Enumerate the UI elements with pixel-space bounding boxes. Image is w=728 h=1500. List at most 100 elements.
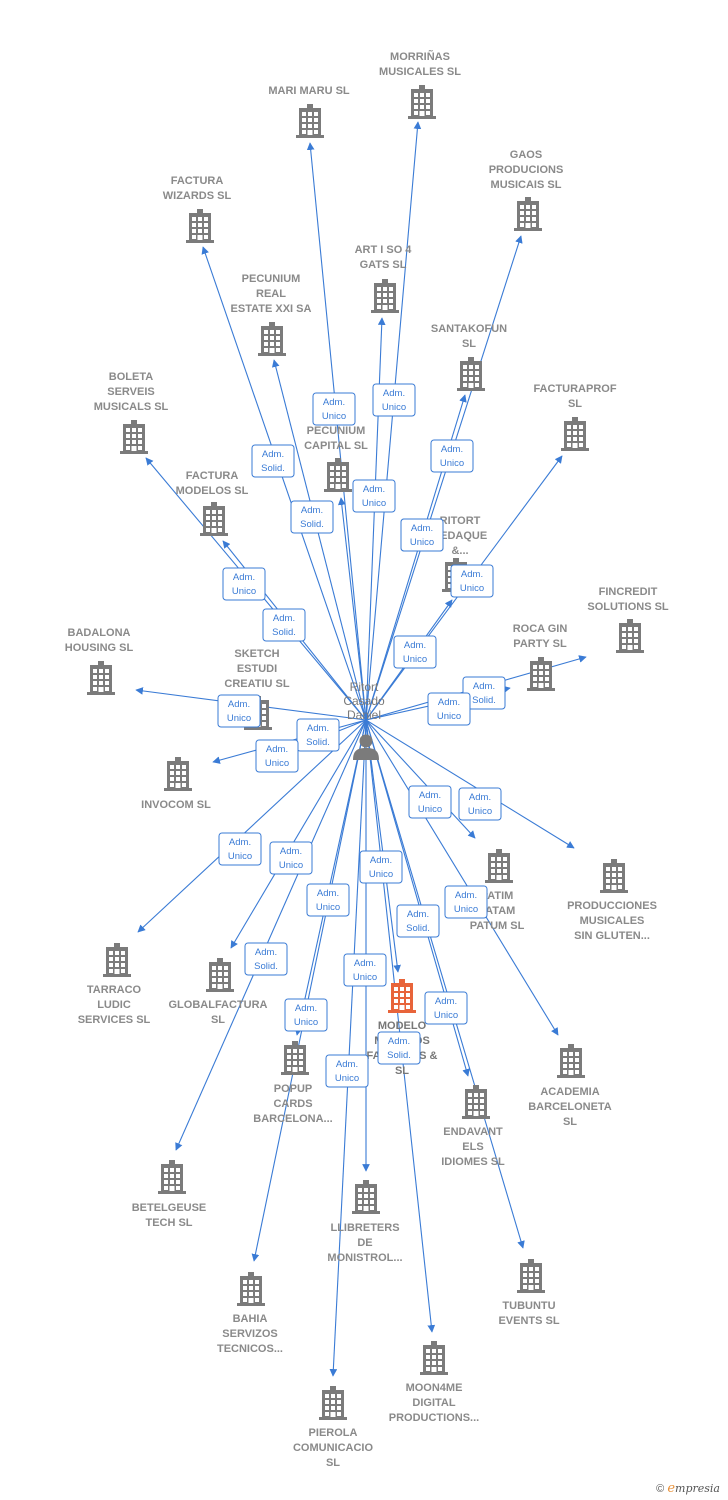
company-node-art-i-so[interactable]: ART I SO 4 GATS SL bbox=[355, 244, 413, 313]
company-node-llibreters[interactable]: LLIBRETERSDEMONISTROL... bbox=[327, 1180, 403, 1264]
role-text: Unico bbox=[362, 498, 386, 509]
company-node-factura-wizards[interactable]: FACTURA WIZARDS SL bbox=[163, 175, 232, 243]
building-icon bbox=[517, 1259, 545, 1293]
role-badge-morrinas: Adm.Unico bbox=[372, 383, 416, 417]
role-text: Adm. bbox=[354, 958, 376, 969]
company-label-line: COMUNICACIO bbox=[293, 1442, 373, 1454]
building-icon bbox=[408, 85, 436, 119]
company-label-line: PATIM bbox=[481, 890, 514, 902]
company-label-line: FACTURA bbox=[171, 175, 224, 187]
empresia-logo[interactable]: © empresia bbox=[656, 1481, 720, 1496]
company-label-line: SL bbox=[568, 398, 582, 410]
company-label-line: ART I SO 4 bbox=[355, 244, 413, 256]
role-badge-patim: Adm.Unico bbox=[408, 785, 452, 819]
role-text: Unico bbox=[418, 804, 442, 815]
building-icon bbox=[186, 209, 214, 243]
edge-modelo bbox=[365, 719, 401, 973]
building-icon bbox=[557, 1044, 585, 1078]
role-badge-facturaprof: Adm.Unico bbox=[450, 564, 494, 598]
role-text: Adm. bbox=[438, 697, 460, 708]
role-badge-moon4me: Adm.Solid. bbox=[377, 1031, 421, 1065]
role-badge-gaos: Adm.Unico bbox=[430, 439, 474, 473]
company-label-line: MORRIÑAS bbox=[390, 50, 450, 63]
building-icon bbox=[324, 458, 352, 492]
company-label-line: MODELOS SL bbox=[176, 485, 249, 497]
role-text: Solid. bbox=[272, 627, 296, 638]
building-icon bbox=[206, 958, 234, 992]
building-icon bbox=[485, 849, 513, 883]
copyright-symbol: © bbox=[656, 1483, 665, 1495]
role-badge-pecunium-capital: Adm.Unico bbox=[352, 479, 396, 513]
company-label-line: HOUSING SL bbox=[65, 642, 134, 654]
role-text: Solid. bbox=[300, 519, 324, 530]
role-text: Adm. bbox=[473, 681, 495, 692]
company-node-invocom[interactable]: INVOCOM SL bbox=[141, 757, 211, 811]
company-label-line: GATS SL bbox=[360, 259, 407, 271]
role-text: Adm. bbox=[229, 837, 251, 848]
company-label-line: PECUNIUM bbox=[242, 273, 301, 285]
role-text: Adm. bbox=[455, 890, 477, 901]
building-icon bbox=[296, 104, 324, 138]
company-node-popup[interactable]: POPUPCARDSBARCELONA... bbox=[253, 1041, 333, 1125]
building-icon bbox=[600, 859, 628, 893]
company-label-line: INVOCOM SL bbox=[141, 799, 211, 811]
company-label-line: CREATIU SL bbox=[224, 678, 289, 690]
role-text: Unico bbox=[468, 806, 492, 817]
role-badge-sketch: Adm.Solid. bbox=[296, 718, 340, 752]
company-label-line: MARI MARU SL bbox=[268, 85, 350, 97]
company-label-line: PIEROLA bbox=[309, 1427, 358, 1439]
role-labels-layer: Adm.UnicoAdm.UnicoAdm.UnicoAdm.Solid.Adm… bbox=[217, 383, 506, 1088]
company-node-moon4me[interactable]: MOON4MEDIGITALPRODUCTIONS... bbox=[389, 1341, 479, 1424]
brand-name: mpresia bbox=[675, 1482, 720, 1495]
role-badge-ritort: Adm.Unico bbox=[400, 518, 444, 552]
edge-factura-wizards bbox=[201, 246, 367, 721]
company-node-bahia[interactable]: BAHIASERVIZOSTECNICOS... bbox=[217, 1272, 283, 1355]
company-label-line: SL bbox=[395, 1065, 409, 1077]
company-node-mari-maru[interactable]: MARI MARU SL bbox=[268, 85, 350, 138]
company-label-line: WIZARDS SL bbox=[163, 190, 232, 202]
role-badge-academia: Adm.Unico bbox=[444, 885, 488, 919]
edge-pecunium-real bbox=[271, 359, 367, 721]
company-label-line: ROCA GIN bbox=[513, 623, 568, 635]
person-node[interactable]: Ritort Casado Daniel bbox=[343, 680, 385, 760]
edge-pierola bbox=[329, 719, 367, 1377]
building-icon bbox=[457, 357, 485, 391]
building-icon bbox=[200, 502, 228, 536]
building-icon bbox=[158, 1160, 186, 1194]
role-text: Adm. bbox=[407, 909, 429, 920]
person-name-line-2: Casado bbox=[343, 694, 385, 708]
role-text: Adm. bbox=[233, 572, 255, 583]
building-icon bbox=[561, 417, 589, 451]
company-label-line: &... bbox=[451, 545, 468, 557]
role-text: Solid. bbox=[387, 1050, 411, 1061]
company-label-line: BARCELONA... bbox=[253, 1113, 332, 1125]
building-icon bbox=[319, 1386, 347, 1420]
role-badge-modelo: Adm.Unico bbox=[343, 953, 387, 987]
building-icon bbox=[281, 1041, 309, 1075]
company-label-line: ELS bbox=[462, 1141, 483, 1153]
company-label-line: TUBUNTU bbox=[502, 1300, 555, 1312]
role-text: Unico bbox=[322, 411, 346, 422]
building-icon bbox=[103, 943, 131, 977]
role-text: Adm. bbox=[404, 640, 426, 651]
